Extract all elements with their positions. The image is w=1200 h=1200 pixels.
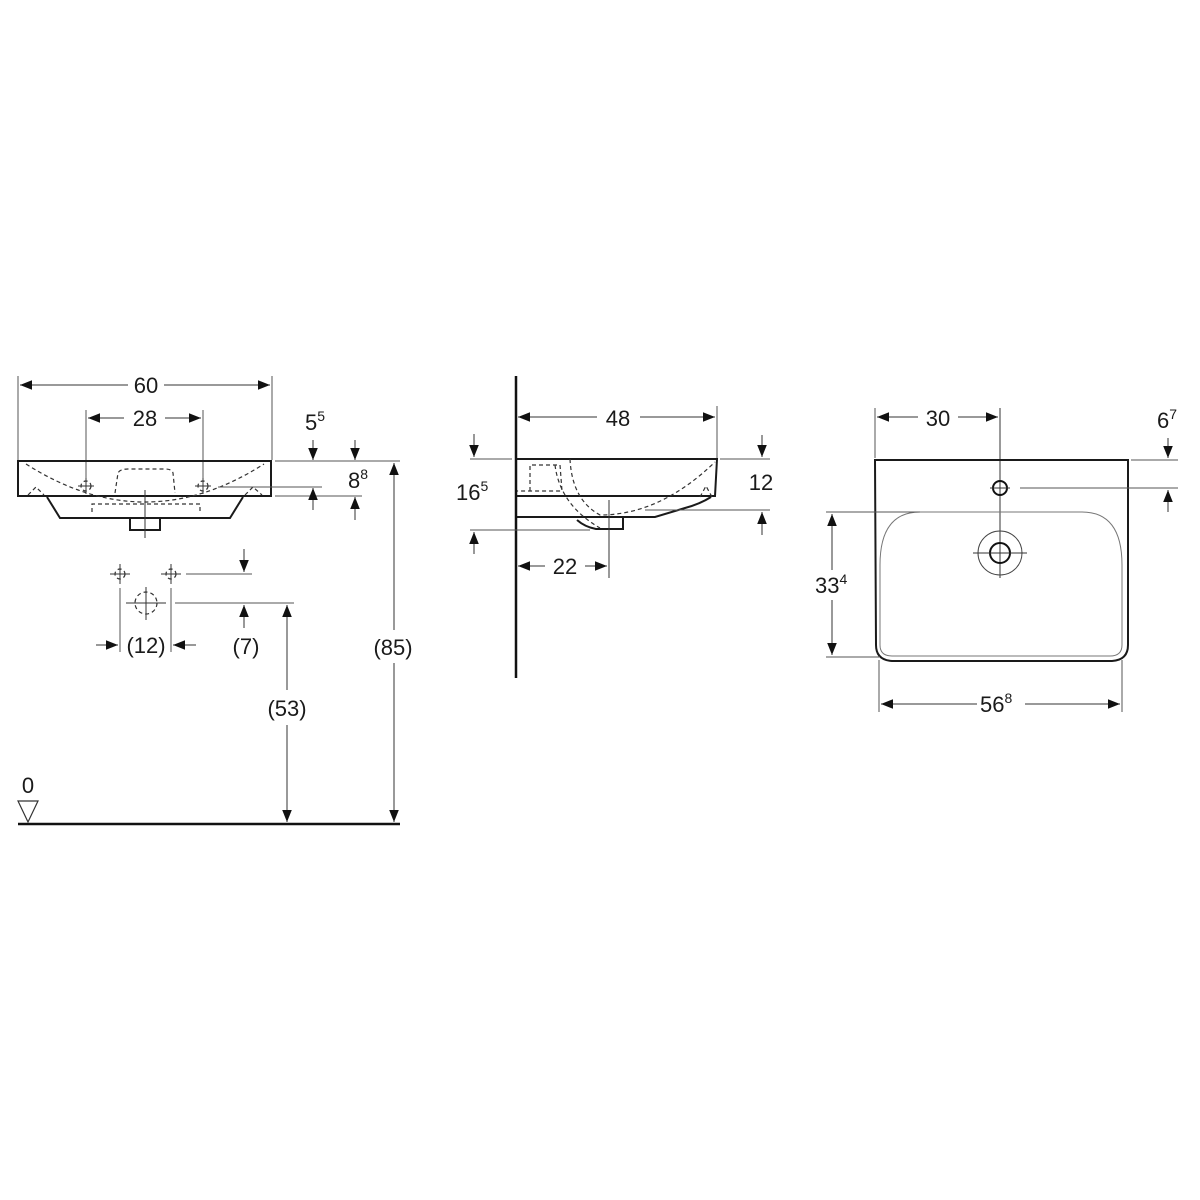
- dim-tap-from-back: 67: [1157, 406, 1177, 433]
- supply-points: [110, 564, 181, 620]
- dim-width-total: 60: [134, 373, 158, 398]
- dim-supply-spacing: (12): [126, 633, 165, 658]
- dim-bowl-depth: 334: [815, 571, 847, 598]
- dim-rim-height: 88: [348, 466, 368, 493]
- floor-level-icon: [17, 800, 39, 824]
- dim-rim-to-tap: 55: [305, 408, 325, 435]
- dim-rim-floor-height: (85): [373, 635, 412, 660]
- dim-supply-height: (53): [267, 696, 306, 721]
- side-view: 48 165 12 22: [456, 376, 773, 678]
- dim-height-total: 165: [456, 478, 488, 505]
- top-view: 30 67 334 568: [815, 406, 1178, 717]
- dim-tap-spacing: 28: [133, 406, 157, 431]
- dim-bowl-width: 568: [980, 690, 1012, 717]
- front-view: 60 28 55 88: [17, 373, 413, 826]
- dim-tap-from-left: 30: [926, 406, 950, 431]
- dim-drain-offset: 22: [553, 554, 577, 579]
- dim-depth-total: 48: [606, 406, 630, 431]
- floor-level-label: 0: [22, 773, 34, 798]
- dim-supply-offset: (7): [233, 634, 260, 659]
- dim-rim-thickness: 12: [749, 470, 773, 495]
